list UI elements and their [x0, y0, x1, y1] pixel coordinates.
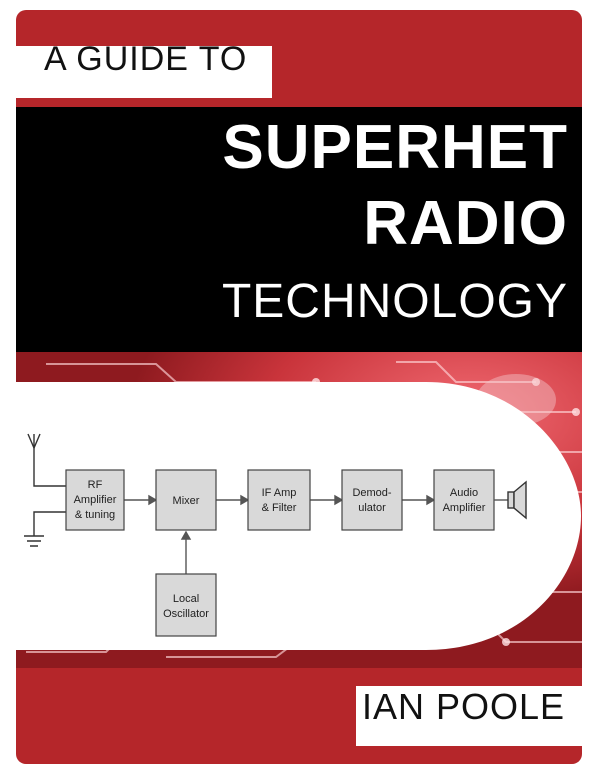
book-title-line2: RADIO	[363, 189, 568, 258]
lo-label-line1: Local	[173, 593, 199, 605]
author-box	[356, 686, 582, 746]
ground-icon	[24, 511, 66, 547]
if-label-line1: IF Amp	[262, 487, 297, 499]
mixer-label: Mixer	[173, 495, 200, 507]
audio-amplifier-block	[433, 469, 495, 531]
audio-label-line2: Amplifier	[443, 502, 486, 514]
superhet-block-diagram: RF Amplifier & tuning Mixer IF Amp & Fil…	[16, 382, 581, 650]
antenna-icon	[27, 433, 66, 487]
rf-label-line1: RF	[88, 479, 103, 491]
demodulator-block	[341, 469, 403, 531]
book-author: IAN POOLE	[362, 686, 566, 727]
title-band	[16, 107, 582, 352]
rf-amplifier-block	[65, 469, 125, 531]
if-amp-filter-block	[247, 469, 311, 531]
lo-label-line2: Oscillator	[163, 608, 209, 620]
book-title-line1: SUPERHET	[222, 113, 568, 182]
audio-label-line1: Audio	[450, 487, 478, 499]
subtitle-box	[16, 46, 272, 98]
mixer-block	[155, 469, 217, 531]
rf-label-line2: Amplifier	[74, 494, 117, 506]
demod-label-line1: Demod-	[352, 487, 391, 499]
book-cover: RF Amplifier & tuning Mixer IF Amp & Fil…	[16, 10, 582, 764]
speaker-icon	[494, 480, 527, 520]
rf-label-line3: & tuning	[75, 509, 115, 521]
local-oscillator-block	[155, 573, 217, 637]
book-title-line3: TECHNOLOGY	[221, 275, 568, 328]
demod-label-line2: ulator	[358, 502, 386, 514]
book-subtitle: A GUIDE TO	[44, 40, 248, 78]
if-label-line2: & Filter	[262, 502, 297, 514]
